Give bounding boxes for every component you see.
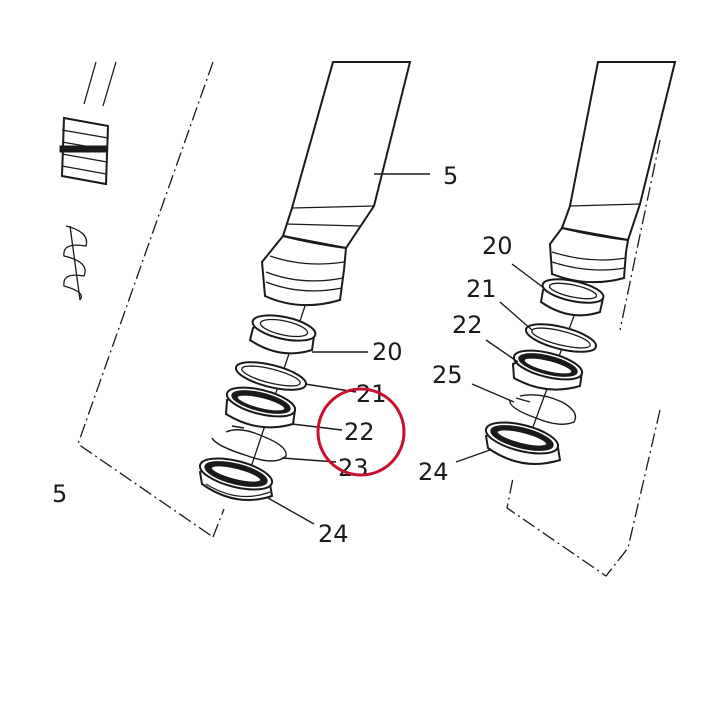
callout-left-edge: 5 <box>52 480 67 508</box>
fork-tube-right <box>548 61 677 284</box>
circlip-25-right <box>509 394 577 425</box>
oil-seal-22-right <box>511 349 584 391</box>
callout-right-24: 24 <box>418 458 449 486</box>
dust-seal-24 <box>198 457 274 501</box>
dust-seal-24-right <box>484 421 562 465</box>
callout-right-25: 25 <box>432 361 463 389</box>
callout-20: 20 <box>372 338 403 366</box>
bushing-20 <box>248 314 317 355</box>
highlight-circle-22 <box>316 387 406 477</box>
bushing-20-right <box>539 278 605 317</box>
callout-right-20: 20 <box>482 232 513 260</box>
right-assembly <box>455 61 677 577</box>
fork-tube-5 <box>260 61 412 307</box>
left-assembly-partial <box>59 61 225 538</box>
callout-right-21: 21 <box>466 275 497 303</box>
callout-5: 5 <box>443 162 458 190</box>
callout-22: 22 <box>344 418 375 446</box>
callout-23: 23 <box>338 454 369 482</box>
callout-24: 24 <box>318 520 349 548</box>
oil-seal-22 <box>224 386 297 429</box>
center-assembly <box>198 61 430 525</box>
washer-21-right <box>524 323 598 353</box>
callout-labels: 5 20 21 22 23 24 20 21 22 25 24 5 <box>52 162 513 548</box>
callout-right-22: 22 <box>452 311 483 339</box>
circlip-23 <box>211 425 287 462</box>
